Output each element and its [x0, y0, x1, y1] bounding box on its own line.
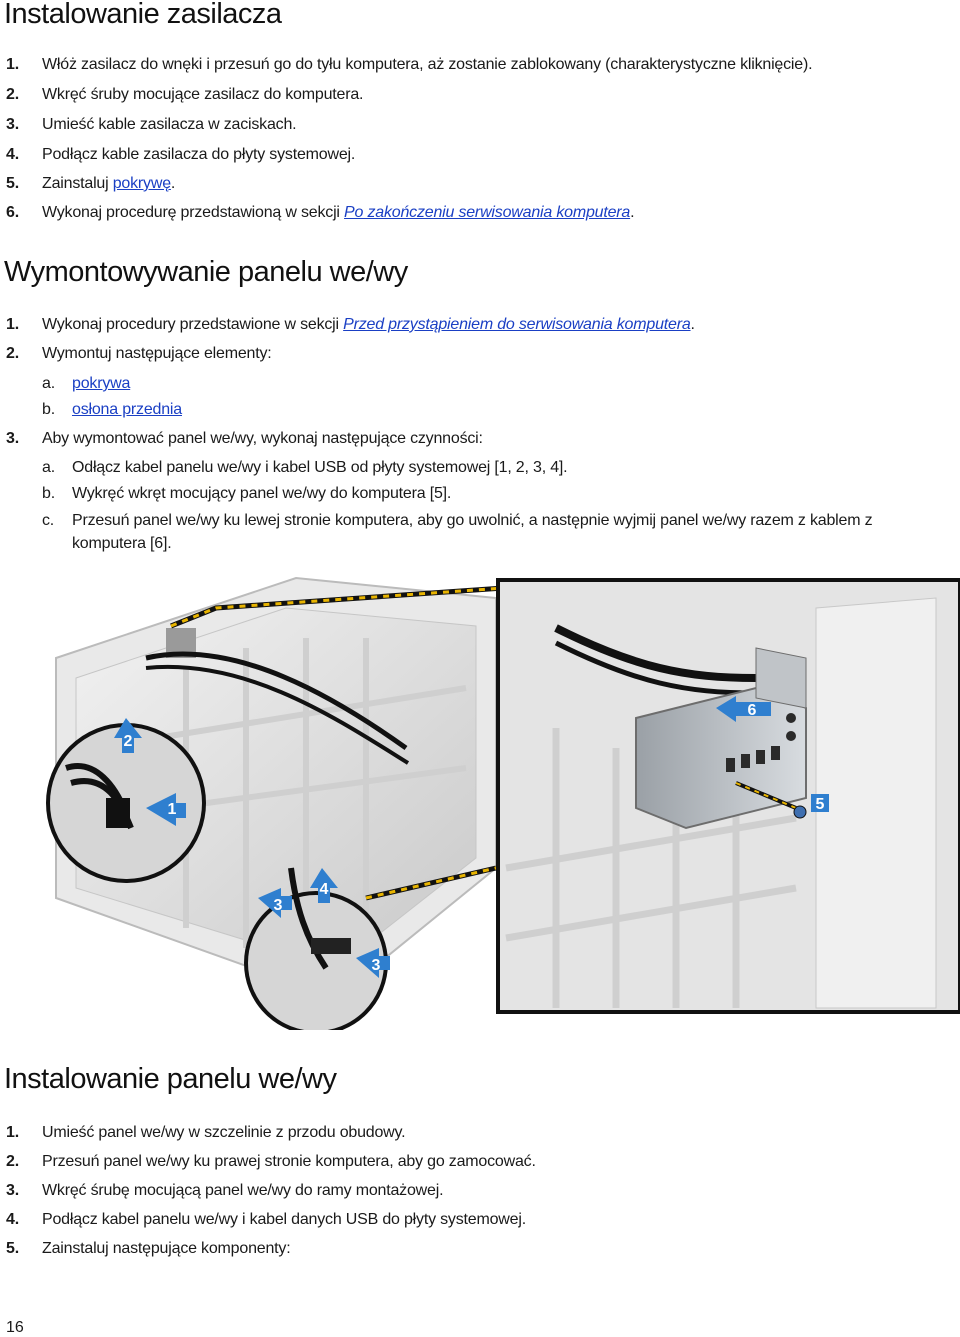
sub-list-item: c.Przesuń panel we/wy ku lewej stronie k… [42, 512, 873, 529]
callout-3a: 3 [258, 888, 292, 918]
section-title-install-psu: Instalowanie zasilacza [4, 0, 282, 30]
list-item: 2.Przesuń panel we/wy ku prawej stronie … [6, 1153, 536, 1170]
link-cover[interactable]: pokrywę [112, 175, 171, 192]
svg-text:5: 5 [816, 796, 825, 813]
svg-text:3: 3 [372, 957, 381, 974]
svg-text:1: 1 [168, 801, 177, 818]
callout-4: 4 [310, 868, 338, 903]
list-item: 4.Podłącz kabel panelu we/wy i kabel dan… [6, 1211, 526, 1228]
link-after-servicing[interactable]: Po zakończeniu serwisowania komputera [344, 204, 631, 221]
chassis-drawing [55, 576, 497, 1000]
section-title-remove-io-panel: Wymontowywanie panelu we/wy [4, 256, 408, 288]
sub-list-item: a.Odłącz kabel panelu we/wy i kabel USB … [42, 459, 568, 476]
list-item: 1.Włóż zasilacz do wnęki i przesuń go do… [6, 56, 813, 73]
sub-list-item: b.Wykręć wkręt mocujący panel we/wy do k… [42, 485, 452, 502]
zoom-detail-io-panel [496, 578, 960, 1014]
list-item: 3.Umieść kable zasilacza w zaciskach. [6, 116, 297, 133]
callout-6: 6 [716, 696, 771, 722]
svg-text:3: 3 [274, 897, 283, 914]
section-title-install-io-panel: Instalowanie panelu we/wy [4, 1063, 337, 1095]
sub-list-item-continuation: komputera [6]. [72, 535, 172, 552]
svg-text:2: 2 [124, 733, 133, 750]
svg-text:6: 6 [748, 702, 757, 719]
callout-3b: 3 [356, 948, 390, 978]
list-item: 1.Wykonaj procedury przedstawione w sekc… [6, 316, 695, 333]
list-item: 2.Wymontuj następujące elementy: [6, 345, 272, 362]
list-item: 2.Wkręć śruby mocujące zasilacz do kompu… [6, 86, 364, 103]
list-item: 3.Aby wymontować panel we/wy, wykonaj na… [6, 430, 483, 447]
list-item: 5.Zainstaluj następujące komponenty: [6, 1240, 291, 1257]
list-item: 5.Zainstaluj pokrywę. [6, 175, 176, 192]
sub-list-item: b.osłona przednia [42, 401, 182, 418]
callout-5: 5 [811, 794, 829, 813]
page-number: 16 [6, 1319, 24, 1336]
sub-list-item: a.pokrywa [42, 375, 131, 392]
svg-text:4: 4 [320, 881, 329, 898]
list-item: 1.Umieść panel we/wy w szczelinie z przo… [6, 1124, 406, 1141]
link-cover[interactable]: pokrywa [72, 375, 131, 392]
list-item: 3.Wkręć śrubę mocującą panel we/wy do ra… [6, 1182, 444, 1199]
callout-1: 1 [146, 793, 186, 826]
callout-2: 2 [114, 718, 142, 753]
list-item: 6.Wykonaj procedurę przedstawioną w sekc… [6, 204, 635, 221]
list-item: 4.Podłącz kable zasilacza do płyty syste… [6, 146, 356, 163]
link-front-bezel[interactable]: osłona przednia [72, 401, 182, 418]
io-panel-removal-illustration: 1 2 3 3 4 5 6 [46, 576, 960, 1030]
link-before-servicing[interactable]: Przed przystąpieniem do serwisowania kom… [343, 316, 691, 333]
